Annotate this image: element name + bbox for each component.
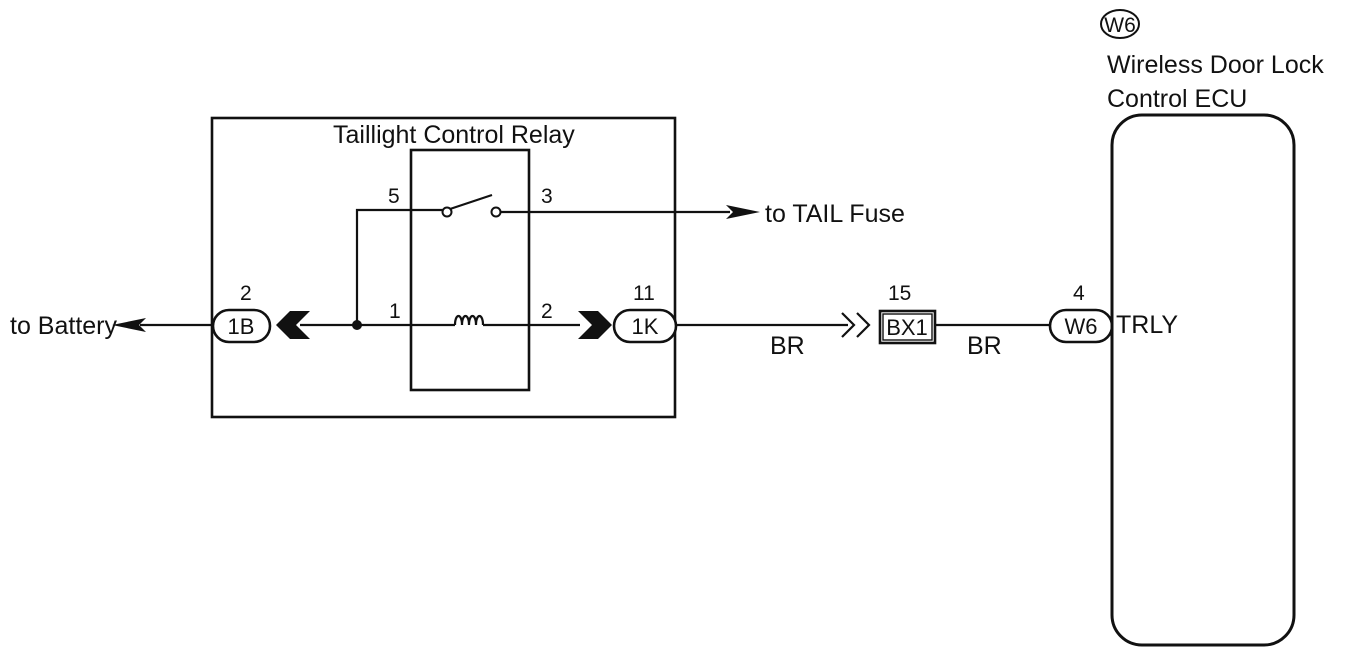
connector-1b-label: 1B <box>228 314 255 339</box>
relay-title: Taillight Control Relay <box>333 121 575 149</box>
ecu-name-line1: Wireless Door Lock <box>1107 51 1324 79</box>
connector-1k-pin: 11 <box>633 282 655 305</box>
switch-contact-3 <box>490 206 502 218</box>
connector-1k-label: 1K <box>632 314 659 339</box>
relay-switch <box>355 193 760 325</box>
ecu-name-line2: Control ECU <box>1107 85 1247 113</box>
relay-coil <box>300 314 580 330</box>
relay-pin-1: 1 <box>389 300 401 323</box>
ecu-code-label: W6 <box>1104 14 1136 37</box>
connector-bx1-label: BX1 <box>886 315 928 340</box>
wire-color-label: BR <box>967 332 1002 360</box>
connector-1b-pin: 2 <box>240 282 252 305</box>
connector-1b-chevron <box>276 311 310 339</box>
to-battery-label: to Battery <box>10 312 117 340</box>
to-battery-arrow <box>112 318 146 332</box>
switch-contact-5 <box>441 206 453 218</box>
connector-bx1-chevron <box>841 312 871 338</box>
to-tail-fuse-arrow <box>726 205 760 219</box>
relay-pin-3: 3 <box>541 185 553 208</box>
junction-dot <box>352 320 362 330</box>
connector-w6-pin: 4 <box>1073 282 1085 305</box>
wire-color-label: BR <box>770 332 805 360</box>
to-tail-fuse-label: to TAIL Fuse <box>765 200 905 228</box>
relay-pin-5: 5 <box>388 185 400 208</box>
connector-w6-label: W6 <box>1065 314 1098 339</box>
ecu-code-badge <box>1100 9 1140 39</box>
relay-inner-box <box>409 148 531 392</box>
connector-bx1 <box>878 309 937 345</box>
relay-pin-2: 2 <box>541 300 553 323</box>
connector-1k-chevron <box>578 311 612 339</box>
connector-bx1-pin: 15 <box>888 282 911 305</box>
ecu-terminal-label: TRLY <box>1116 311 1178 339</box>
ecu-box <box>1110 113 1296 647</box>
coil-icon <box>453 314 485 326</box>
relay-outer-box <box>210 116 677 419</box>
